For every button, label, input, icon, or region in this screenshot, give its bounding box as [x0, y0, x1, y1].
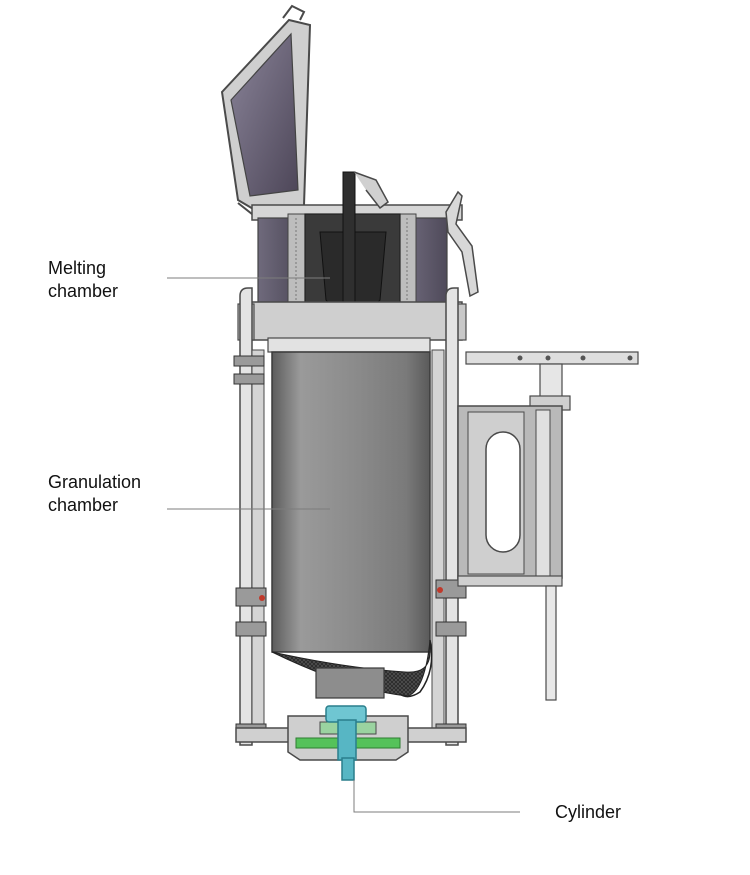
side-bracket [457, 351, 639, 701]
granulation-chamber-label: Granulation chamber [48, 471, 141, 517]
cylinder [325, 705, 367, 781]
lid [220, 4, 312, 216]
melting-label-line2: chamber [48, 281, 119, 301]
cylinder-label-text: Cylinder [555, 802, 622, 822]
melting-label-line1: Melting [48, 258, 107, 278]
melting-chamber-label: Melting chamber [48, 257, 118, 303]
cylinder-pointer-line [353, 780, 520, 813]
granulation-label-line2: chamber [48, 495, 119, 515]
granulation-chamber [271, 351, 433, 699]
granulation-label-line1: Granulation [48, 472, 142, 492]
cylinder-label: Cylinder [555, 801, 621, 824]
